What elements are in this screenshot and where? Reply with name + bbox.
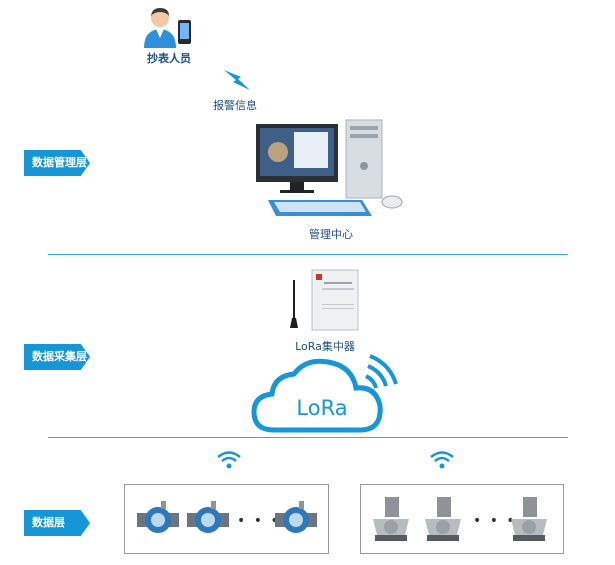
layer-label-collection: 数据采集层 — [24, 344, 90, 370]
concentrator-label: LoRa集中器 — [295, 340, 355, 353]
concentrator-icon — [282, 266, 382, 334]
divider-top — [48, 254, 568, 255]
water-meter-icon — [133, 499, 183, 539]
valve-meter-icon — [421, 495, 465, 545]
alarm-info-label: 报警信息 — [213, 99, 257, 112]
cloud-label: LoRa — [296, 396, 348, 420]
cloud-icon — [248, 352, 408, 440]
wifi-icon — [429, 450, 455, 470]
left-ellipsis: • • • — [237, 513, 281, 529]
layer-label-data: 数据层 — [24, 510, 90, 536]
divider-bottom — [48, 437, 568, 438]
person-icon — [144, 8, 191, 48]
lightning-icon — [222, 68, 252, 92]
right-ellipsis: • • • — [473, 513, 517, 529]
layer-label-management: 数据管理层 — [24, 150, 90, 176]
computer-icon — [254, 116, 414, 226]
water-meter-group: • • • — [124, 484, 329, 554]
meter-reader-label: 抄表人员 — [147, 52, 191, 65]
phone-icon — [178, 20, 191, 44]
valve-meter-icon — [369, 495, 413, 545]
valve-meter-icon — [507, 495, 551, 545]
valve-meter-group: • • • — [360, 484, 564, 554]
water-meter-icon — [271, 499, 321, 539]
management-center-label: 管理中心 — [309, 228, 353, 241]
wifi-icon — [216, 450, 242, 470]
water-meter-icon — [183, 499, 233, 539]
meter-reader-node — [142, 6, 194, 48]
